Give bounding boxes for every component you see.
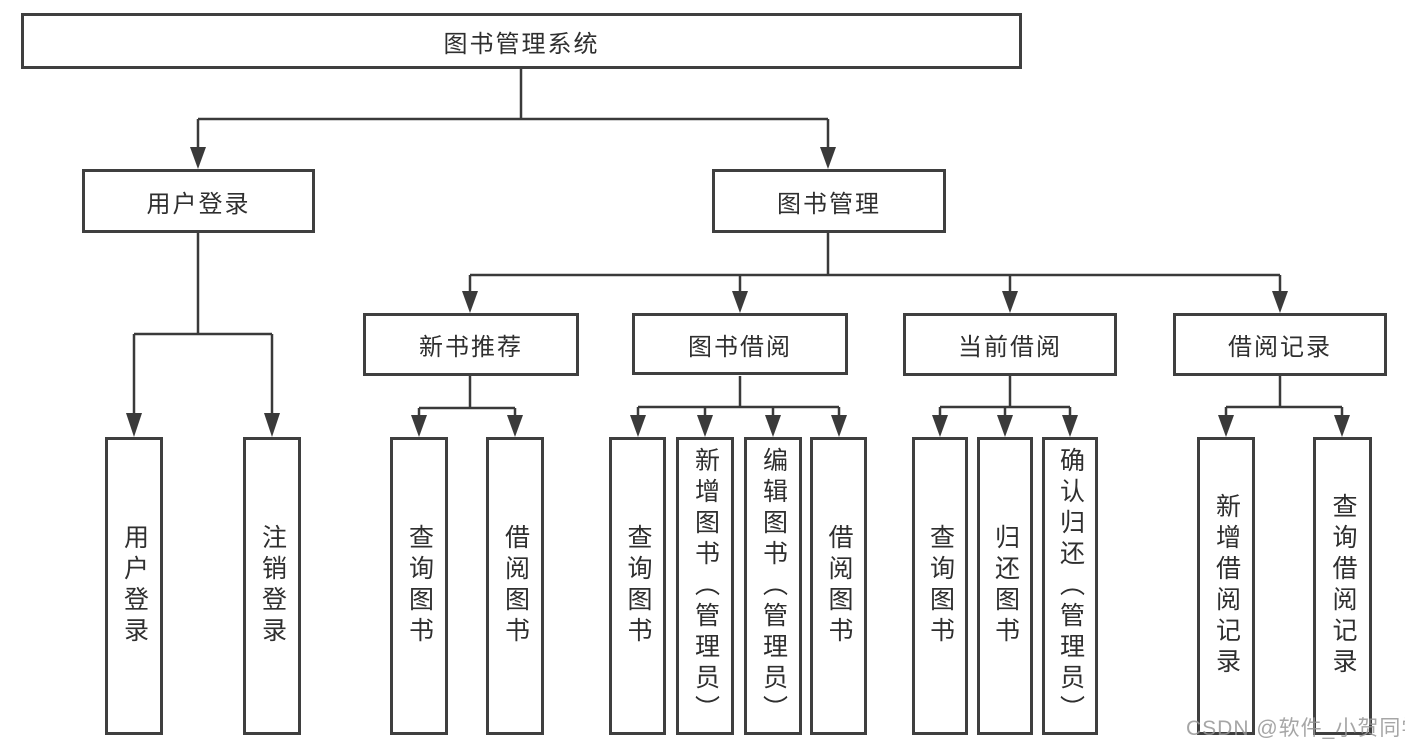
edge-book-management-to-level3 [462,233,1288,313]
leaf-user-login: 用户登录 [105,437,163,735]
leaf-return-books: 归还图书 [977,437,1033,735]
leaf-borrow-books: 借阅图书 [810,437,867,735]
node-user-login: 用户登录 [82,169,315,233]
leaf-query-books-borrow: 查询图书 [609,437,666,735]
leaf-confirm-return-admin: 确认归还（管理员） [1042,437,1098,735]
leaf-edit-book-admin: 编辑图书（管理员） [744,437,802,735]
edge-current-borrow-to-leaves [932,376,1078,437]
node-current-borrow: 当前借阅 [903,313,1117,376]
leaf-borrow-books-recommend: 借阅图书 [486,437,544,735]
leaf-add-borrow-record: 新增借阅记录 [1197,437,1255,735]
node-book-management: 图书管理 [712,169,946,233]
node-library-management-system: 图书管理系统 [21,13,1022,69]
leaf-logout: 注销登录 [243,437,301,735]
node-borrow-records: 借阅记录 [1173,313,1387,376]
leaf-query-books-current: 查询图书 [912,437,968,735]
leaf-query-books-recommend: 查询图书 [390,437,448,735]
edge-new-book-recommend-to-leaves [411,376,523,437]
edge-user-login-to-leaves [126,233,280,437]
edge-book-borrow-to-leaves [630,376,847,437]
edge-borrow-records-to-leaves [1218,376,1350,437]
csdn-watermark: CSDN @软件_小贺同学 [1186,717,1405,740]
edge-root-to-level2 [190,69,836,169]
leaf-add-book-admin: 新增图书（管理员） [676,437,734,735]
node-new-book-recommend: 新书推荐 [363,313,579,376]
node-book-borrow: 图书借阅 [632,313,848,375]
leaf-query-borrow-record: 查询借阅记录 [1313,437,1372,735]
